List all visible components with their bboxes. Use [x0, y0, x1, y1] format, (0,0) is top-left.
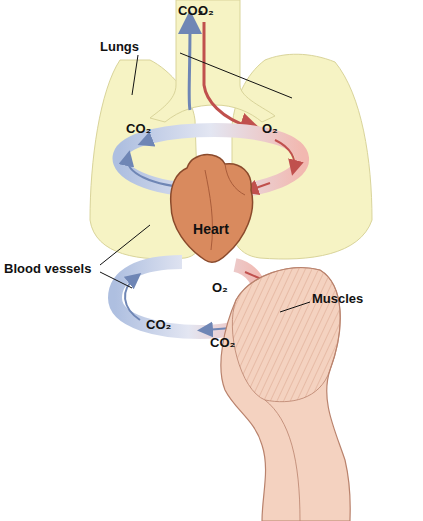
node-label: Heart	[193, 221, 229, 237]
loop-arrow	[145, 140, 150, 142]
leader-line	[100, 225, 150, 288]
text-label: O₂	[198, 4, 214, 18]
loop-arrow	[250, 183, 270, 190]
text-label: CO₂	[210, 336, 235, 350]
text-label: O₂	[262, 122, 278, 136]
leader-line	[280, 302, 310, 312]
loop-arrow	[275, 140, 294, 168]
muscle-contour	[265, 400, 300, 521]
text-label: O₂	[212, 281, 228, 295]
leader-line	[132, 53, 292, 98]
text-label: CO₂	[146, 318, 171, 332]
co2-air-arrow	[188, 22, 192, 110]
text-label: Muscles	[312, 292, 363, 306]
muscle-fibers	[232, 268, 340, 402]
text-label: Lungs	[100, 40, 139, 54]
o2-air-arrow	[204, 22, 252, 128]
heart-outline	[165, 150, 257, 265]
text-label: Blood vessels	[4, 262, 91, 276]
heart-shape: Heart	[165, 150, 257, 265]
text-label: CO₂	[126, 122, 151, 136]
loop-arrow	[125, 278, 140, 320]
